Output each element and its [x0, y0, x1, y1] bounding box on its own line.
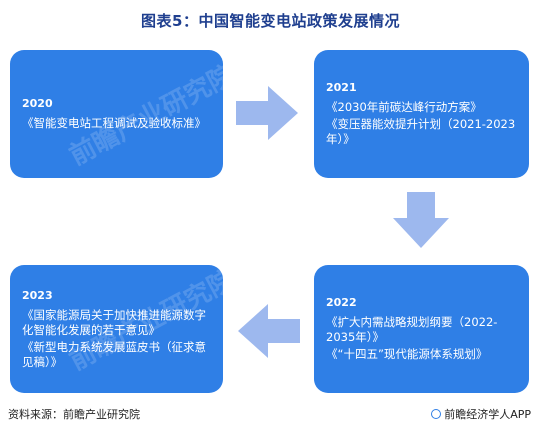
year-label: 2023 — [22, 288, 53, 302]
year-label: 2022 — [326, 296, 357, 309]
arrow-right-icon — [236, 86, 298, 140]
policy-item: 《智能变电站工程调试及验收标准》 — [22, 116, 206, 130]
timeline-box-2021: 2021 《2030年前碳达峰行动方案》 《变压器能效提升计划（2021-202… — [314, 50, 529, 178]
policy-item: 《2030年前碳达峰行动方案》 — [326, 100, 482, 114]
source-note: 资料来源：前瞻产业研究院 — [8, 408, 140, 421]
policy-item: 《扩大内需战略规划纲要（2022-2035年）》 — [326, 315, 498, 344]
timeline-box-2022: 2022 《扩大内需战略规划纲要（2022-2035年）》 《“十四五”现代能源… — [314, 265, 529, 393]
policy-item: 《变压器能效提升计划（2021-2023年）》 — [326, 117, 516, 146]
brand-label: 前瞻经济学人APP — [431, 406, 531, 422]
timeline-box-2020: 2020 《智能变电站工程调试及验收标准》 — [10, 50, 223, 178]
brand-logo-icon — [431, 409, 442, 419]
timeline-box-2023: 2023 《国家能源局关于加快推进能源数字化智能化发展的若干意见》 《新型电力系… — [10, 265, 223, 393]
policy-item: 《“十四五”现代能源体系规划》 — [326, 347, 488, 361]
year-label: 2020 — [22, 97, 53, 110]
diagram-title: 图表5：中国智能变电站政策发展情况 — [141, 12, 400, 30]
policy-item: 《国家能源局关于加快推进能源数字化智能化发展的若干意见》 — [22, 307, 206, 337]
brand-text: 前瞻经济学人APP — [444, 408, 531, 421]
arrow-left-icon — [238, 304, 300, 358]
year-label: 2021 — [326, 81, 357, 94]
arrow-down-icon — [393, 192, 449, 248]
policy-item: 《新型电力系统发展蓝皮书（征求意见稿）》 — [22, 339, 206, 369]
